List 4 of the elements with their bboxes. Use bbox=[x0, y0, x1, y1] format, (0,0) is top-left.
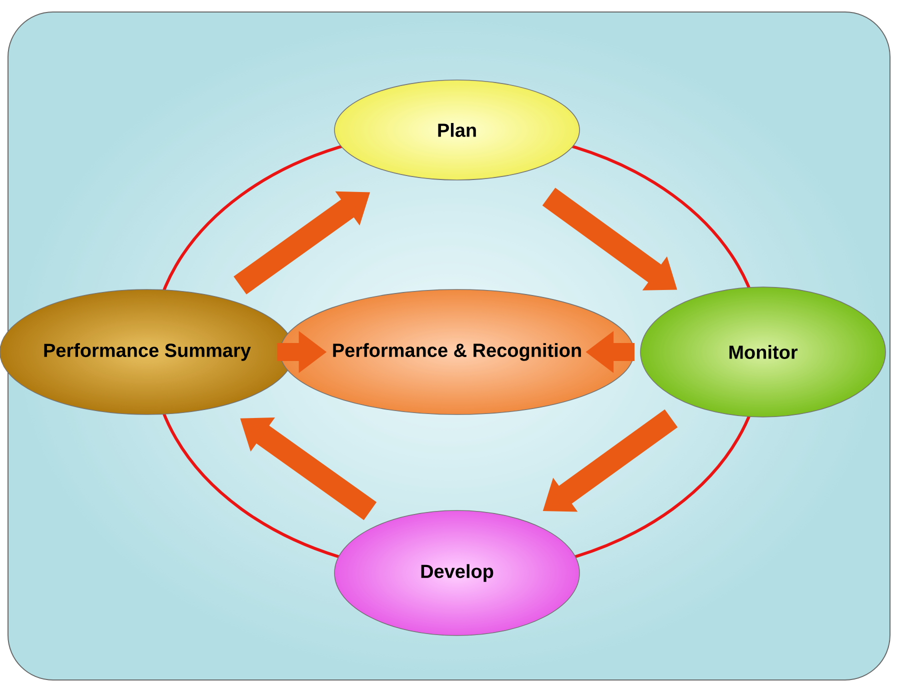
ellipse-node: Performance & Recognition bbox=[280, 289, 634, 415]
ellipse-node: Monitor bbox=[640, 286, 886, 418]
ellipse-node: Develop bbox=[334, 510, 580, 636]
ellipse-node: Plan bbox=[334, 80, 580, 180]
